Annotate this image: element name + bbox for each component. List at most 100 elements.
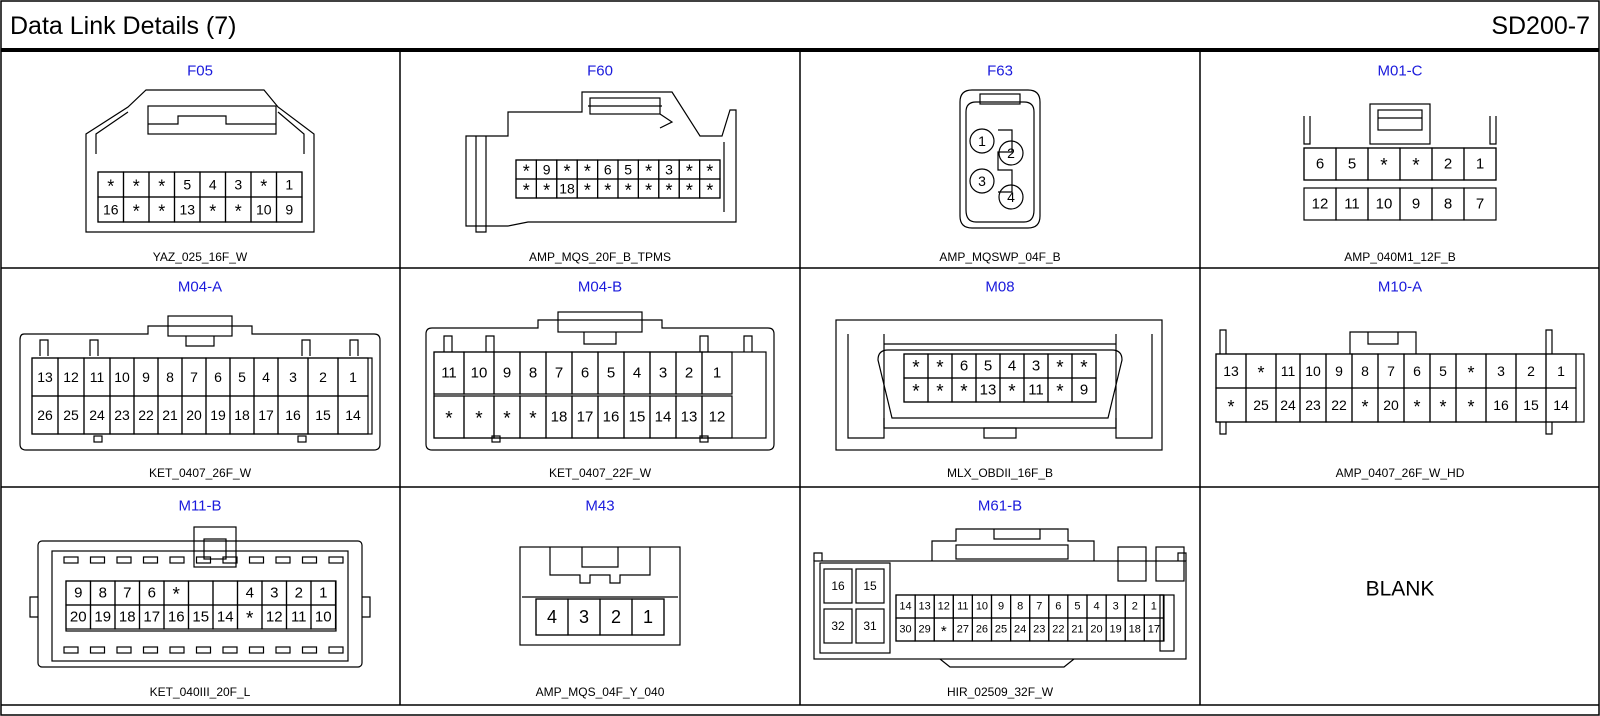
pin-number: 11 [1344, 196, 1360, 213]
unused-pin-mark: * [503, 409, 511, 430]
pin-number: 6 [214, 369, 222, 385]
pin-number: 16 [1493, 397, 1509, 413]
pin-number: 7 [1036, 601, 1042, 613]
pin-number: 4 [1093, 601, 1099, 613]
pin-cell [701, 351, 733, 395]
connector-id: M01-C [1377, 63, 1422, 80]
pin-number: 3 [270, 585, 278, 602]
pin-number: 10 [471, 365, 488, 382]
pin-cell [212, 580, 239, 606]
pin-number: 13 [919, 601, 931, 613]
pin-number: 1 [978, 133, 986, 149]
pin-number: 21 [1071, 624, 1083, 636]
pin-number: 10 [114, 369, 130, 385]
pin-number: 7 [1476, 196, 1484, 213]
pin-number: 6 [604, 162, 612, 178]
pin-number: 5 [607, 365, 615, 382]
pin-cell [969, 128, 995, 154]
pin-number: 1 [1151, 601, 1157, 613]
pin-number: 16 [603, 409, 620, 426]
unused-pin-mark: * [1227, 397, 1234, 417]
pin-number: 13 [179, 202, 195, 218]
unused-pin-mark: * [1439, 397, 1446, 417]
pin-number: 24 [89, 407, 105, 423]
pin-number: 2 [685, 365, 693, 382]
pin-number: 7 [1387, 363, 1395, 379]
unused-pin-mark: * [665, 181, 672, 201]
pin-number: 12 [709, 409, 726, 426]
pin-number: 8 [1361, 363, 1369, 379]
pin-number: 16 [168, 609, 185, 626]
blank-cell-label: BLANK [1366, 578, 1435, 601]
pin-number: 2 [1132, 601, 1138, 613]
pin-number: 2 [295, 585, 303, 602]
pin-cell [701, 395, 733, 439]
pin-number: 18 [559, 181, 575, 197]
pin-number: 8 [1444, 196, 1452, 213]
pin-number: 5 [1074, 601, 1080, 613]
pin-number: 19 [1110, 624, 1122, 636]
unused-pin-mark: * [1361, 397, 1368, 417]
pin-number: 2 [1444, 156, 1452, 173]
connector-body [835, 319, 1163, 451]
pin-cell [699, 178, 721, 199]
pin-number: 4 [262, 369, 270, 385]
pin-cell [998, 184, 1024, 210]
pin-number: 3 [289, 369, 297, 385]
unused-pin-mark: * [936, 382, 944, 403]
connector-body [1215, 329, 1585, 435]
pin-number: 4 [1007, 189, 1015, 205]
connector-id: M04-A [178, 279, 222, 296]
unused-pin-mark: * [1008, 382, 1016, 403]
connector-part-number: YAZ_025_16F_W [153, 250, 248, 264]
unused-pin-mark: * [523, 162, 530, 182]
pin-number: 5 [183, 177, 191, 193]
pin-number: 30 [899, 624, 911, 636]
unused-pin-mark: * [686, 181, 693, 201]
connector-id: M43 [585, 498, 614, 515]
pin-number: 12 [938, 601, 950, 613]
pin-number: 18 [1129, 624, 1141, 636]
pin-number: 10 [315, 609, 332, 626]
unused-pin-mark: * [235, 202, 242, 222]
pin-number: 9 [503, 365, 511, 382]
connector-id: M08 [985, 279, 1014, 296]
unused-pin-mark: * [475, 409, 483, 430]
pin-number: 15 [863, 579, 877, 593]
pin-number: 8 [529, 365, 537, 382]
unused-pin-mark: * [912, 382, 920, 403]
pin-number: 9 [998, 601, 1004, 613]
unused-pin-mark: * [1467, 363, 1474, 383]
pin-number: 8 [99, 585, 107, 602]
pin-number: 6 [1316, 156, 1324, 173]
pin-number: 5 [624, 162, 632, 178]
pin-number: 5 [238, 369, 246, 385]
pin-number: 20 [186, 407, 202, 423]
pin-number: 4 [246, 585, 254, 602]
pin-number: 9 [74, 585, 82, 602]
pin-number: 26 [37, 407, 53, 423]
pin-number: 23 [114, 407, 130, 423]
unused-pin-mark: * [158, 202, 165, 222]
pin-number: 1 [349, 369, 357, 385]
page-title: Data Link Details (7) [10, 12, 237, 40]
pin-number: 6 [1055, 601, 1061, 613]
pin-number: 20 [1383, 397, 1399, 413]
pin-number: 2 [611, 607, 621, 627]
pin-number: 11 [1281, 363, 1296, 379]
pin-number: 15 [192, 609, 209, 626]
unused-pin-mark: * [1056, 382, 1064, 403]
pin-cell [998, 140, 1024, 166]
pin-number: 24 [1014, 624, 1026, 636]
pin-number: 2 [319, 369, 327, 385]
pin-number: 22 [1052, 624, 1064, 636]
pin-number: 25 [1253, 397, 1269, 413]
pin-number: 5 [984, 358, 992, 375]
